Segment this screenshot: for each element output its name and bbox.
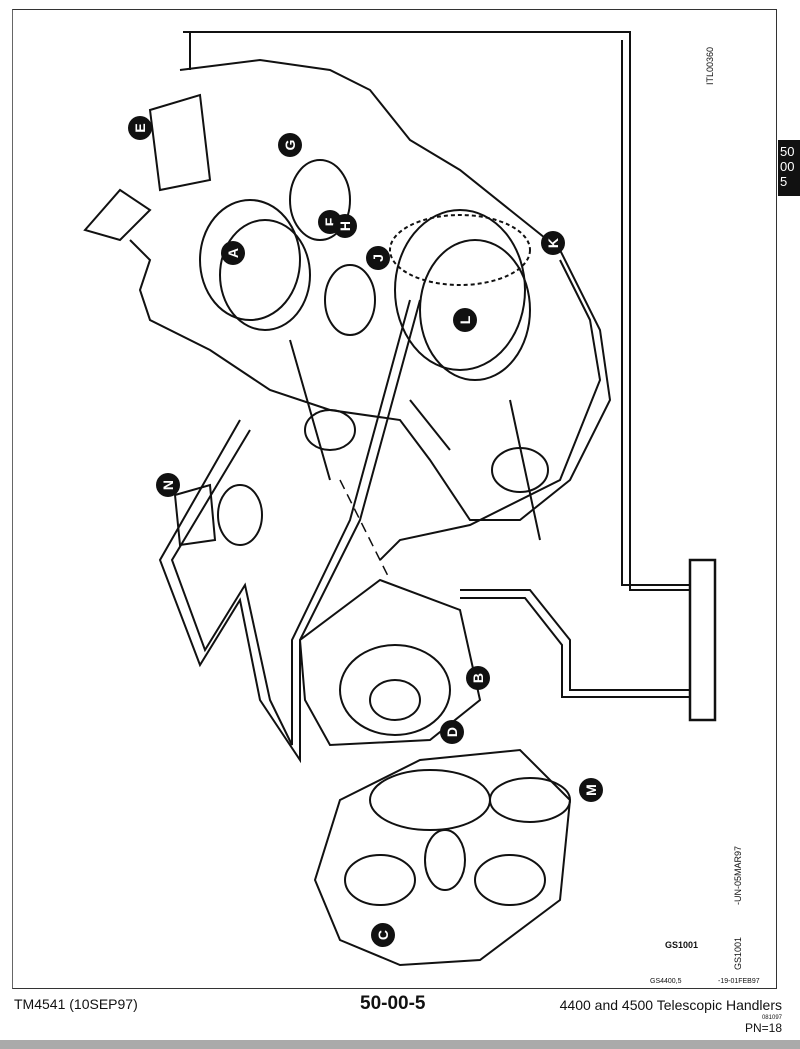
- manual-title: 4400 and 4500 Telescopic Handlers: [559, 997, 782, 1013]
- side-code: GS1001: [733, 936, 743, 970]
- figure-label: GS1001: [665, 940, 699, 950]
- page-frame: [12, 9, 777, 989]
- manual-id: TM4541 (10SEP97): [14, 996, 138, 1012]
- ref-code: GS4400,5: [650, 978, 682, 985]
- callout-b: B: [466, 666, 490, 690]
- callout-n: N: [156, 473, 180, 497]
- section-tab: 50 00 5: [778, 140, 800, 196]
- ref-date: -19-01FEB97: [718, 978, 760, 985]
- bottom-bar: [0, 1040, 800, 1049]
- callout-m: M: [579, 778, 603, 802]
- illustration-id: ITL00360: [705, 46, 715, 85]
- callout-a: A: [221, 241, 245, 265]
- callout-j: J: [366, 246, 390, 270]
- callout-e: E: [128, 116, 152, 140]
- side-date: -UN-05MAR97: [733, 845, 743, 905]
- page-number: 50-00-5: [360, 993, 426, 1014]
- callout-l: L: [453, 308, 477, 332]
- pn-number: PN=18: [744, 1021, 782, 1035]
- callout-d: D: [440, 720, 464, 744]
- callout-h: H: [333, 214, 357, 238]
- callout-g: G: [278, 133, 302, 157]
- footer-code: 081097: [761, 1015, 782, 1021]
- callout-k: K: [541, 231, 565, 255]
- tab-line: 5: [780, 174, 788, 189]
- callout-c: C: [371, 923, 395, 947]
- tab-line: 50: [780, 144, 795, 159]
- tab-line: 00: [780, 159, 795, 174]
